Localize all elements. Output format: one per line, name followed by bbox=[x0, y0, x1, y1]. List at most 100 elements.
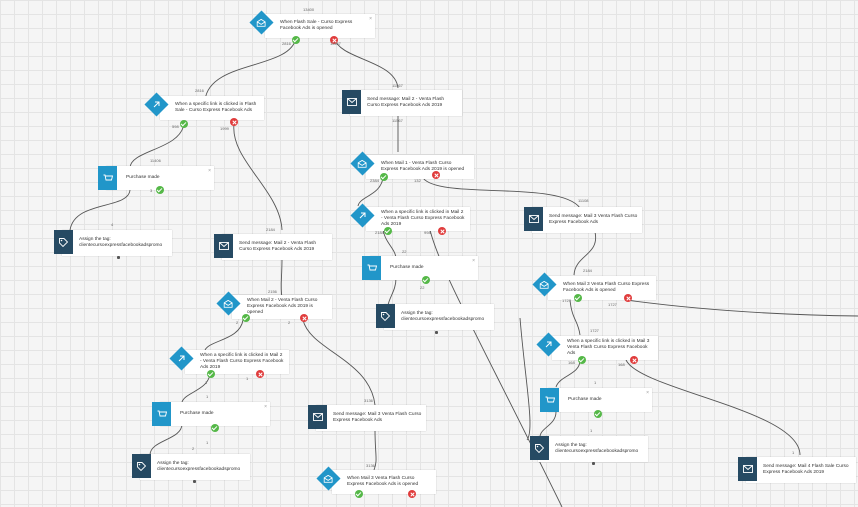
count-label: 22 bbox=[420, 285, 425, 290]
email-opened-trigger-node[interactable]: When Mail 3 Venta Flash Curso Express Fa… bbox=[532, 272, 656, 300]
count-label: 3 bbox=[150, 188, 153, 193]
no-branch-icon[interactable] bbox=[624, 294, 632, 302]
count-label: 3136 bbox=[364, 398, 373, 403]
close-icon[interactable]: × bbox=[472, 258, 475, 264]
count-label: 2 bbox=[236, 320, 239, 325]
count-label: 2156 bbox=[268, 289, 277, 294]
envelope-open-icon bbox=[216, 291, 241, 316]
no-branch-icon[interactable] bbox=[230, 118, 238, 126]
purchase-made-node[interactable]: Purchase made × bbox=[152, 402, 270, 426]
email-opened-trigger-node[interactable]: When Mail 3 Venta Flash Curso Express Fa… bbox=[316, 466, 436, 494]
yes-branch-icon[interactable] bbox=[380, 173, 388, 181]
node-label: When a specific link is clicked in Mail … bbox=[567, 339, 650, 356]
yes-branch-icon[interactable] bbox=[574, 294, 582, 302]
count-label: 1999 bbox=[220, 126, 229, 131]
tag-icon bbox=[54, 230, 73, 254]
count-label: 11567 bbox=[392, 83, 403, 88]
send-message-node[interactable]: Send message: Mail 4 Flash Sale Curso Ex… bbox=[738, 457, 856, 483]
count-label: 168 bbox=[568, 360, 575, 365]
envelope-icon bbox=[342, 90, 361, 114]
yes-branch-icon[interactable] bbox=[292, 36, 300, 44]
yes-branch-icon[interactable] bbox=[156, 186, 164, 194]
node-label: Purchase made bbox=[180, 411, 214, 416]
assign-tag-node[interactable]: Assign the tag: clientecursoexpressfaceb… bbox=[54, 230, 172, 256]
no-branch-icon[interactable] bbox=[330, 36, 338, 44]
node-label: Assign the tag: clientecursoexpressfaceb… bbox=[401, 311, 485, 322]
node-label: When a specific link is clicked in Flash… bbox=[175, 102, 257, 113]
node-label: Send message: Mail 4 Flash Sale Curso Ex… bbox=[763, 464, 849, 475]
no-branch-icon[interactable] bbox=[630, 356, 638, 364]
end-marker bbox=[435, 331, 438, 334]
count-label: 2 bbox=[288, 320, 291, 325]
count-label: 2 bbox=[192, 446, 195, 451]
count-label: 598 bbox=[172, 124, 179, 129]
envelope-icon bbox=[308, 405, 327, 429]
count-label: 11108 bbox=[578, 198, 589, 203]
count-label: 168 bbox=[618, 362, 625, 367]
envelope-open-icon bbox=[249, 10, 274, 35]
link-click-trigger-node[interactable]: When a specific link is clicked in Mail … bbox=[169, 346, 289, 374]
tag-icon bbox=[132, 454, 151, 478]
count-label: 1727 bbox=[590, 328, 599, 333]
envelope-open-icon bbox=[350, 151, 375, 176]
assign-tag-node[interactable]: Assign the tag: clientecursoexpressfaceb… bbox=[376, 304, 494, 330]
yes-branch-icon[interactable] bbox=[384, 227, 392, 235]
cart-icon bbox=[152, 402, 171, 426]
end-marker bbox=[117, 256, 120, 259]
close-icon[interactable]: × bbox=[208, 168, 211, 174]
node-label: When Mail 3 Venta Flash Curso Express Fa… bbox=[563, 282, 650, 293]
yes-branch-icon[interactable] bbox=[355, 490, 363, 498]
no-branch-icon[interactable] bbox=[256, 370, 264, 378]
send-message-node[interactable]: Send message: Mail 2 - Venta Flash Curso… bbox=[342, 90, 462, 116]
link-icon bbox=[144, 92, 169, 117]
node-label: Send message: Mail 2 - Venta Flash Curso… bbox=[239, 241, 317, 252]
yes-branch-icon[interactable] bbox=[207, 370, 215, 378]
link-click-trigger-node[interactable]: When a specific link is clicked in Mail … bbox=[536, 332, 658, 360]
count-label: 3136 bbox=[366, 463, 375, 468]
envelope-open-icon bbox=[532, 272, 557, 297]
tag-icon bbox=[530, 436, 549, 460]
count-label: 1727 bbox=[608, 302, 617, 307]
node-label: Send message: Mail 3 Venta Flash Curso E… bbox=[333, 412, 422, 423]
link-click-trigger-node[interactable]: When a specific link is clicked in Mail … bbox=[350, 203, 470, 231]
node-label: Purchase made bbox=[568, 397, 602, 402]
envelope-icon bbox=[524, 207, 543, 231]
count-label: 11406 bbox=[150, 158, 161, 163]
no-branch-icon[interactable] bbox=[300, 314, 308, 322]
link-click-trigger-node[interactable]: When a specific link is clicked in Flash… bbox=[144, 92, 264, 120]
yes-branch-icon[interactable] bbox=[422, 276, 430, 284]
send-message-node[interactable]: Send message: Mail 3 Venta Flash Curso E… bbox=[308, 405, 426, 431]
node-label: When a specific link is clicked in Mail … bbox=[200, 353, 284, 370]
count-label: 1 bbox=[206, 440, 209, 445]
count-label: 11567 bbox=[392, 118, 403, 123]
yes-branch-icon[interactable] bbox=[578, 356, 586, 364]
node-label: Assign the tag: clientecursoexpressfaceb… bbox=[555, 443, 639, 454]
close-icon[interactable]: × bbox=[264, 404, 267, 410]
count-label: 1 bbox=[205, 380, 208, 385]
node-label: Purchase made bbox=[126, 175, 160, 180]
yes-branch-icon[interactable] bbox=[180, 120, 188, 128]
count-label: 1 bbox=[206, 394, 209, 399]
yes-branch-icon[interactable] bbox=[594, 410, 602, 418]
yes-branch-icon[interactable] bbox=[242, 314, 250, 322]
assign-tag-node[interactable]: Assign the tag: clientecursoexpressfaceb… bbox=[530, 436, 648, 462]
send-message-node[interactable]: Send message: Mail 2 - Venta Flash Curso… bbox=[214, 234, 332, 260]
count-label: 132 bbox=[414, 178, 421, 183]
no-branch-icon[interactable] bbox=[438, 227, 446, 235]
cart-icon bbox=[98, 166, 117, 190]
close-icon[interactable]: × bbox=[369, 16, 372, 22]
close-icon[interactable]: × bbox=[646, 390, 649, 396]
count-label: 2184 bbox=[375, 230, 384, 235]
purchase-made-node[interactable]: Purchase made × bbox=[540, 388, 652, 412]
send-message-node[interactable]: Send message: Mail 3 Venta Flash Curso E… bbox=[524, 207, 642, 233]
count-label: 1 bbox=[246, 376, 249, 381]
node-label: When Flash Sale - Curso Express Facebook… bbox=[280, 20, 353, 31]
no-branch-icon[interactable] bbox=[432, 171, 440, 179]
assign-tag-node[interactable]: Assign the tag: clientecursoexpressfaceb… bbox=[132, 454, 250, 480]
trigger-node[interactable]: When Flash Sale - Curso Express Facebook… bbox=[249, 10, 375, 38]
count-label: 1 bbox=[594, 380, 597, 385]
yes-branch-icon[interactable] bbox=[211, 424, 219, 432]
count-label: 2184 bbox=[583, 268, 592, 273]
no-branch-icon[interactable] bbox=[408, 490, 416, 498]
